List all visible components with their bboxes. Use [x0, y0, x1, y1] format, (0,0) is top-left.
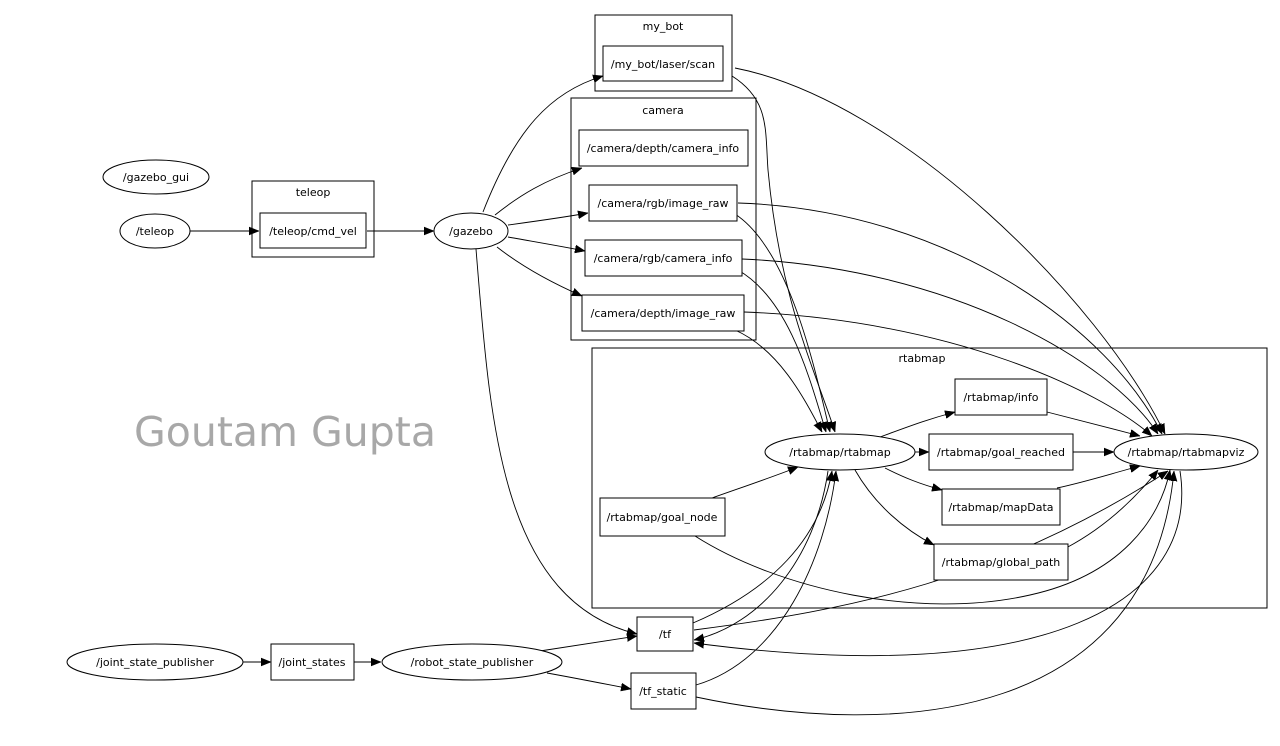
- node-label: /gazebo: [449, 225, 493, 238]
- edge-rtabmap-globalpath: [854, 469, 934, 546]
- topic-depth-image-raw[interactable]: /camera/depth/image_raw: [581, 294, 745, 332]
- topic-map-data[interactable]: /rtabmap/mapData: [941, 488, 1061, 526]
- topic-label: /tf_static: [639, 685, 687, 698]
- edge-goalnode-rtabmap: [711, 466, 798, 499]
- topic-cmd-vel[interactable]: /teleop/cmd_vel: [259, 212, 367, 249]
- topic-tf[interactable]: /tf: [636, 616, 694, 652]
- edge-rgbimage-rtabmapviz: [737, 202, 1163, 434]
- topic-depth-camera-info[interactable]: /camera/depth/camera_info: [578, 129, 749, 167]
- node-label: /joint_state_publisher: [96, 656, 214, 669]
- node-label: /rtabmap/rtabmapviz: [1128, 446, 1245, 459]
- edge-gazebo-depthinfo: [494, 168, 582, 216]
- node-robot-state-publisher[interactable]: /robot_state_publisher: [381, 643, 563, 681]
- edge-rtabmap-tf: [694, 470, 829, 640]
- cluster-label-rtabmap: rtabmap: [899, 352, 946, 365]
- node-label: /robot_state_publisher: [411, 656, 534, 669]
- topic-rgb-camera-info[interactable]: /camera/rgb/camera_info: [584, 239, 743, 277]
- topic-goal-reached[interactable]: /rtabmap/goal_reached: [928, 433, 1074, 471]
- topic-label: /rtabmap/goal_node: [607, 511, 718, 524]
- edge-laser-rtabmapviz: [734, 67, 1166, 434]
- topic-label: /camera/depth/camera_info: [587, 142, 740, 155]
- edge-info-rtabmapviz: [1046, 411, 1140, 436]
- node-joint-state-publisher[interactable]: /joint_state_publisher: [66, 643, 244, 681]
- edge-rgbinfo-rtabmapviz: [741, 258, 1159, 434]
- topic-label: /rtabmap/mapData: [948, 501, 1053, 514]
- edge-tf-rtabmap: [692, 471, 832, 624]
- node-label: /teleop: [136, 225, 174, 238]
- edge-rtabmap-mapdata: [884, 467, 942, 490]
- edge-tfstatic-rtabmapviz: [695, 471, 1174, 716]
- edge-rgbimage-rtabmap: [734, 213, 830, 432]
- node-teleop[interactable]: /teleop: [119, 213, 191, 249]
- cluster-camera: camera: [570, 97, 757, 341]
- topic-label: /camera/rgb/image_raw: [598, 197, 729, 210]
- edge-globalpath-rtabmapviz: [1065, 470, 1158, 549]
- edge-mapdata-rtabmapviz: [1056, 466, 1140, 489]
- edge-depthimage-rtabmapviz: [743, 311, 1152, 436]
- edges: [190, 67, 1183, 716]
- edge-rgbinfo-rtabmap: [737, 269, 826, 432]
- edge-gazebo-laser: [482, 76, 603, 213]
- edge-gazebo-rgbinfo: [507, 236, 585, 251]
- edge-gazebo-depthimage: [496, 246, 582, 297]
- edge-gazebo-tf: [475, 248, 637, 634]
- edge-tfstatic-rtabmap: [695, 471, 836, 686]
- edge-rsp-tf: [539, 636, 637, 652]
- topic-rgb-image-raw[interactable]: /camera/rgb/image_raw: [588, 184, 738, 222]
- edge-tf-rtabmapviz: [693, 470, 1168, 631]
- edge-depthimage-rtabmap: [734, 329, 823, 432]
- node-label: /gazebo_gui: [123, 171, 189, 184]
- node-rtabmap[interactable]: /rtabmap/rtabmap: [764, 433, 916, 471]
- topic-global-path[interactable]: /rtabmap/global_path: [933, 543, 1069, 581]
- topic-laser-scan[interactable]: /my_bot/laser/scan: [602, 45, 724, 82]
- cluster-rtabmap: rtabmap: [591, 347, 1268, 609]
- edge-rtabmap-info: [879, 412, 955, 438]
- topic-joint-states[interactable]: /joint_states: [270, 643, 355, 681]
- topic-tf-static[interactable]: /tf_static: [630, 672, 697, 710]
- edge-goalnode-rtabmapviz: [694, 470, 1170, 605]
- topic-label: /camera/depth/image_raw: [591, 307, 736, 320]
- topic-label: /my_bot/laser/scan: [611, 58, 715, 71]
- cluster-teleop: teleop: [251, 180, 375, 258]
- topic-label: /camera/rgb/camera_info: [594, 252, 733, 265]
- topic-label: /teleop/cmd_vel: [269, 225, 357, 238]
- topic-label: /rtabmap/global_path: [942, 556, 1060, 569]
- topic-label: /rtabmap/goal_reached: [937, 446, 1065, 459]
- topic-label: /rtabmap/info: [963, 391, 1038, 404]
- topic-goal-node[interactable]: /rtabmap/goal_node: [599, 497, 726, 537]
- node-label: /rtabmap/rtabmap: [789, 446, 890, 459]
- edge-gazebo-rgbimage: [507, 213, 588, 226]
- node-gazebo-gui[interactable]: /gazebo_gui: [102, 159, 210, 195]
- cluster-my-bot: my_bot: [594, 14, 733, 92]
- watermark-text: Goutam Gupta: [134, 408, 436, 456]
- topic-label: /tf: [659, 628, 672, 641]
- node-gazebo[interactable]: /gazebo: [433, 212, 509, 250]
- edge-rtabmapviz-tf: [694, 470, 1183, 657]
- topic-label: /joint_states: [279, 656, 346, 669]
- topic-info[interactable]: /rtabmap/info: [954, 378, 1048, 416]
- edge-rsp-tfstatic: [546, 672, 631, 689]
- edge-laser-rtabmap: [731, 75, 835, 432]
- node-rtabmapviz[interactable]: /rtabmap/rtabmapviz: [1113, 433, 1259, 471]
- cluster-label-my-bot: my_bot: [643, 20, 684, 33]
- cluster-label-teleop: teleop: [296, 186, 331, 199]
- cluster-label-camera: camera: [642, 104, 684, 117]
